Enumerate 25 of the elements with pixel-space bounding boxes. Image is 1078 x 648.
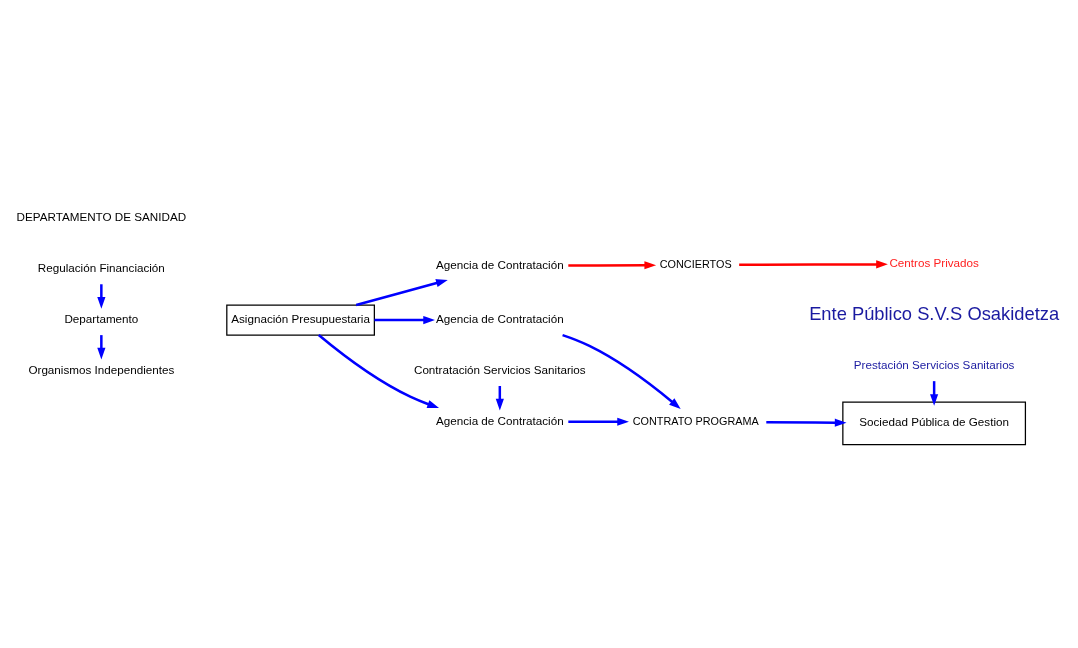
arrow: [317, 334, 440, 408]
arrow: [568, 261, 657, 270]
node-text: CONCIERTOS: [659, 257, 732, 270]
node-text: Agencia de Contratación: [435, 257, 564, 271]
arrow: [562, 333, 681, 410]
arrow: [97, 335, 106, 360]
arrow: [739, 260, 888, 269]
arrow: [568, 417, 629, 426]
node-text: Departamento: [64, 312, 139, 326]
node-text: Contratación Servicios Sanitarios: [413, 362, 586, 376]
node-text: Organismos Independientes: [28, 362, 175, 376]
label: Ente Público S.V.S Osakidetza: [809, 302, 1060, 324]
node-text: Agencia de Contratación: [435, 413, 564, 427]
node-text: Centros Privados: [889, 256, 979, 270]
node-text: Regulación Financiación: [37, 261, 165, 275]
label: DEPARTAMENTO DE SANIDAD: [16, 210, 187, 224]
node-text: CONTRATO PROGRAMA: [632, 414, 759, 427]
node-text: Agencia de Contratación: [435, 312, 564, 326]
arrow: [355, 279, 448, 307]
node-box: Asignación Presupuestaria: [226, 304, 375, 336]
node-box: Sociedad Pública de Gestion: [842, 401, 1027, 446]
arrow: [97, 284, 106, 309]
node-text: Prestación Servicios Sanitarios: [853, 357, 1015, 371]
arrow: [374, 315, 435, 325]
arrow: [766, 418, 847, 427]
